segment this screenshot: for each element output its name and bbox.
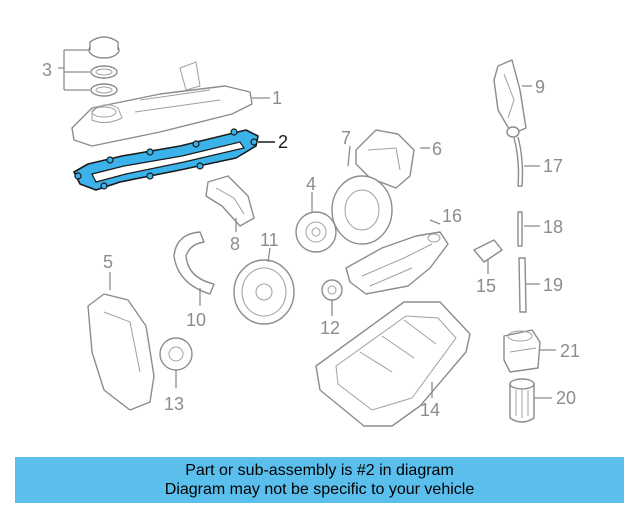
valve-cover-part bbox=[71, 61, 253, 147]
callout-labels: 3 1 2 9 6 7 4 17 16 8 11 18 5 15 19 10 1… bbox=[42, 60, 580, 420]
dipstick-part bbox=[517, 211, 523, 247]
callout-12: 12 bbox=[320, 318, 340, 338]
callout-11: 11 bbox=[260, 230, 279, 250]
callout-4: 4 bbox=[306, 174, 316, 194]
caption-banner: Part or sub-assembly is #2 in diagram Di… bbox=[15, 457, 624, 503]
bracket-part bbox=[473, 239, 503, 263]
idler-roller-part bbox=[159, 337, 193, 371]
callout-1: 1 bbox=[272, 88, 282, 108]
callout-10: 10 bbox=[186, 310, 206, 330]
oil-filter-housing-part bbox=[503, 329, 541, 373]
callout-21: 21 bbox=[560, 341, 580, 361]
callout-18: 18 bbox=[543, 217, 563, 237]
sprocket-cover-part bbox=[355, 129, 415, 189]
callout-6: 6 bbox=[432, 139, 442, 159]
tensioner-part bbox=[205, 175, 255, 227]
oil-pressure-part bbox=[518, 257, 527, 313]
callout-16: 16 bbox=[442, 206, 462, 226]
small-gear-part bbox=[321, 279, 343, 301]
callout-7: 7 bbox=[341, 128, 351, 148]
callout-19: 19 bbox=[543, 275, 563, 295]
callout-2: 2 bbox=[278, 132, 288, 152]
timing-belt-part bbox=[173, 231, 215, 295]
callout-15: 15 bbox=[476, 276, 496, 296]
callout-20: 20 bbox=[556, 388, 576, 408]
timing-cover-part bbox=[493, 59, 527, 135]
callout-13: 13 bbox=[164, 394, 184, 414]
oil-filter-part bbox=[509, 378, 535, 423]
parts-diagram: 3 1 2 9 6 7 4 17 16 8 11 18 5 15 19 10 1… bbox=[42, 36, 580, 427]
front-cover-part bbox=[87, 293, 155, 411]
caption-line-1: Part or sub-assembly is #2 in diagram bbox=[185, 462, 454, 479]
callout-17: 17 bbox=[543, 156, 563, 176]
callout-8: 8 bbox=[230, 234, 240, 254]
callout-3: 3 bbox=[42, 60, 52, 80]
leader-lines bbox=[58, 49, 556, 399]
oil-cap-part bbox=[88, 36, 120, 97]
valve-cover-gasket-part bbox=[73, 128, 259, 191]
caption-line-2: Diagram may not be specific to your vehi… bbox=[164, 481, 475, 498]
crank-sprocket-part bbox=[233, 259, 295, 325]
rear-cover-part bbox=[331, 175, 393, 245]
oil-pan-part bbox=[315, 301, 471, 427]
pulley-part bbox=[295, 211, 337, 253]
callout-5: 5 bbox=[103, 252, 113, 272]
callout-14: 14 bbox=[420, 400, 440, 420]
intake-assembly-part bbox=[345, 231, 449, 295]
dipstick-tube-part bbox=[506, 126, 524, 187]
callout-9: 9 bbox=[535, 77, 545, 97]
